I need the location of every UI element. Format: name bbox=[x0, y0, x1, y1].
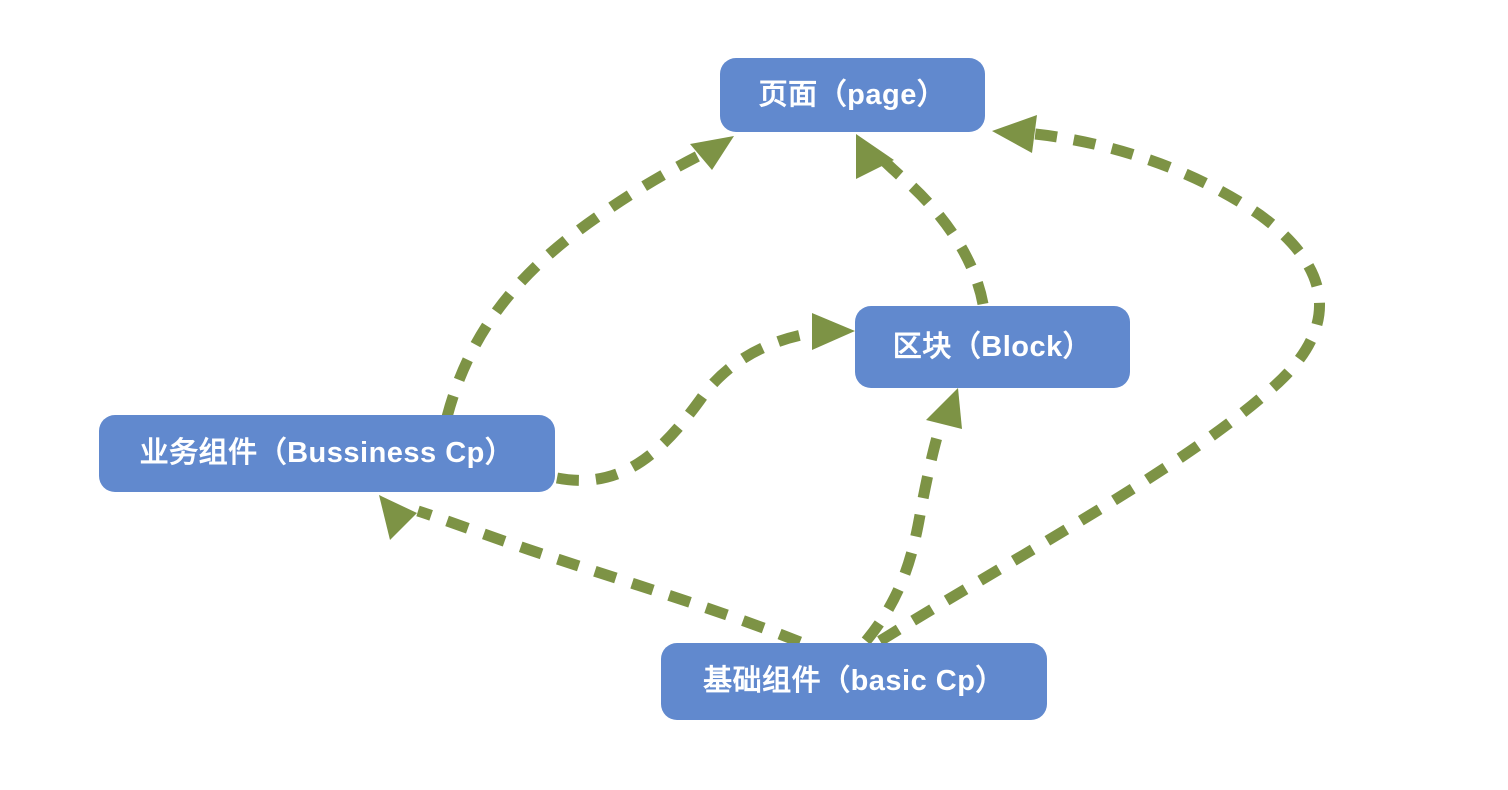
node-basic-label: 基础组件（basic Cp） bbox=[703, 665, 1005, 697]
edge-line bbox=[416, 505, 803, 648]
edge-basic-to-page bbox=[877, 115, 1325, 646]
edge-basic-to-business bbox=[379, 495, 803, 648]
arrowhead-icon bbox=[379, 495, 417, 540]
arrowhead-icon bbox=[992, 115, 1037, 153]
edge-line bbox=[441, 141, 721, 419]
arrowhead-icon bbox=[926, 388, 962, 429]
edge-line bbox=[868, 145, 989, 306]
node-basic[interactable]: 基础组件（basic Cp） bbox=[661, 643, 1047, 720]
edge-block-to-page bbox=[856, 134, 989, 306]
arrowhead-icon bbox=[856, 134, 894, 179]
edge-business-to-page bbox=[441, 136, 734, 419]
node-block[interactable]: 区块（Block） bbox=[855, 306, 1130, 388]
edge-line bbox=[861, 412, 950, 645]
edge-business-to-block bbox=[555, 313, 855, 486]
edge-basic-to-block bbox=[861, 388, 962, 645]
node-page[interactable]: 页面（page） bbox=[720, 58, 985, 132]
node-business-label: 业务组件（Bussiness Cp） bbox=[139, 437, 515, 469]
node-business[interactable]: 业务组件（Bussiness Cp） bbox=[99, 415, 555, 492]
arrowhead-icon bbox=[690, 136, 734, 170]
node-block-label: 区块（Block） bbox=[892, 330, 1093, 363]
arrowhead-icon bbox=[812, 313, 855, 350]
edge-line bbox=[877, 128, 1325, 646]
edge-line bbox=[555, 325, 829, 486]
node-page-label: 页面（page） bbox=[758, 78, 947, 111]
